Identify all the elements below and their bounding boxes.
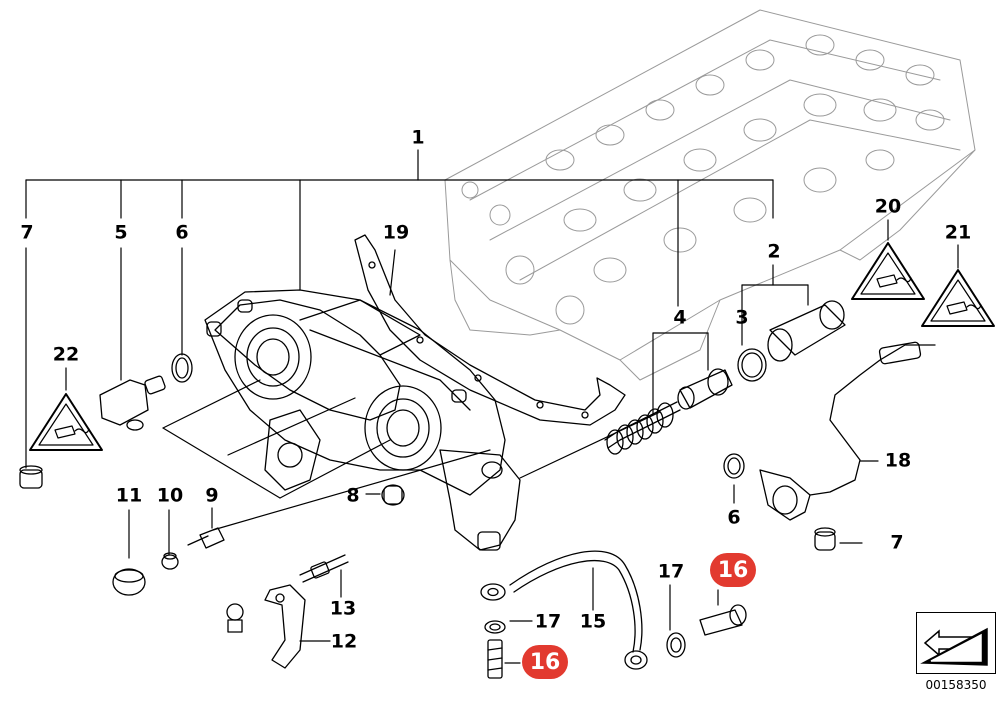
callout-7b: 7 (890, 531, 904, 554)
callout-12: 12 (330, 630, 358, 653)
callout-22: 22 (52, 343, 80, 366)
camshaft-sensor-left-drawing (19, 353, 193, 489)
callout-15: 15 (579, 610, 607, 633)
callout-21: 21 (944, 221, 972, 244)
leader-lines (25, 149, 959, 664)
small-parts-drawing (112, 484, 405, 669)
vanos-housing-drawing (204, 289, 521, 551)
callout-11: 11 (115, 484, 143, 507)
callout-10: 10 (156, 484, 184, 507)
oil-line-drawing (480, 550, 747, 679)
badge-16[interactable]: 16 (710, 553, 756, 587)
callout-2: 2 (767, 240, 781, 263)
callout-13: 13 (329, 597, 357, 620)
callout-5: 5 (114, 221, 128, 244)
diagram-id: 00158350 (925, 678, 987, 692)
navigation-arrow-icon[interactable] (916, 612, 996, 674)
badge-16b[interactable]: 16 (522, 645, 568, 679)
callout-6: 6 (175, 221, 189, 244)
callout-7: 7 (20, 221, 34, 244)
gasket-drawing (354, 234, 626, 426)
warning-triangle-icon (851, 242, 925, 300)
warning-triangle-icon (29, 393, 103, 451)
warning-triangle-icon (921, 269, 995, 327)
callout-19: 19 (382, 221, 410, 244)
callout-20: 20 (874, 195, 902, 218)
callout-18: 18 (884, 449, 912, 472)
callout-1: 1 (411, 126, 425, 149)
callout-9: 9 (205, 484, 219, 507)
solenoid-valve-drawing (604, 300, 846, 455)
camshaft-sensor-right-drawing (723, 341, 936, 551)
cylinder-head-drawing (444, 9, 976, 381)
callout-4: 4 (673, 306, 687, 329)
callout-3: 3 (735, 306, 749, 329)
callout-17: 17 (657, 560, 685, 583)
callout-8: 8 (346, 484, 360, 507)
callout-17b: 17 (534, 610, 562, 633)
callout-6b: 6 (727, 506, 741, 529)
